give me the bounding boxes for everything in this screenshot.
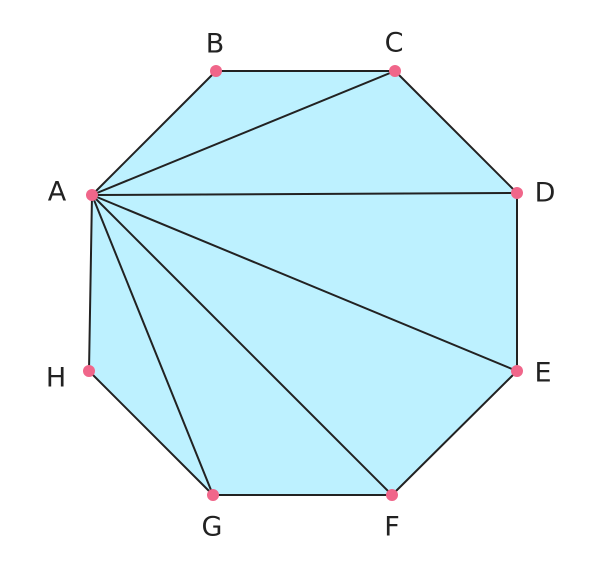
vertex-label-f: F bbox=[384, 512, 400, 543]
vertex-label-e: E bbox=[534, 358, 551, 389]
vertex-point-c bbox=[389, 65, 401, 77]
edge-ab bbox=[91, 70, 217, 196]
diagonal-af bbox=[91, 194, 393, 496]
vertex-point-g bbox=[207, 489, 219, 501]
vertex-labels: A B C D E F G H bbox=[46, 28, 556, 543]
diagonal-ad bbox=[91, 192, 518, 196]
vertex-points bbox=[83, 65, 523, 501]
diagonals bbox=[91, 70, 518, 496]
edge-cd bbox=[394, 70, 518, 194]
vertex-point-a bbox=[86, 189, 98, 201]
vertex-label-d: D bbox=[535, 178, 556, 209]
vertex-point-f bbox=[386, 489, 398, 501]
edge-ef bbox=[391, 370, 518, 496]
vertex-point-h bbox=[83, 365, 95, 377]
vertex-point-e bbox=[511, 365, 523, 377]
vertex-point-b bbox=[210, 65, 222, 77]
diagonal-ag bbox=[91, 194, 214, 496]
octagon-edges bbox=[88, 70, 518, 496]
edge-gh bbox=[88, 370, 214, 496]
vertex-label-h: H bbox=[46, 363, 66, 394]
vertex-label-g: G bbox=[202, 512, 223, 543]
vertex-label-a: A bbox=[48, 177, 67, 208]
vertex-label-c: C bbox=[385, 28, 404, 59]
edge-ha bbox=[88, 194, 93, 372]
vertex-label-b: B bbox=[206, 29, 225, 60]
diagonal-ae bbox=[91, 194, 518, 372]
diagonal-ac bbox=[91, 70, 396, 196]
vertex-point-d bbox=[511, 187, 523, 199]
